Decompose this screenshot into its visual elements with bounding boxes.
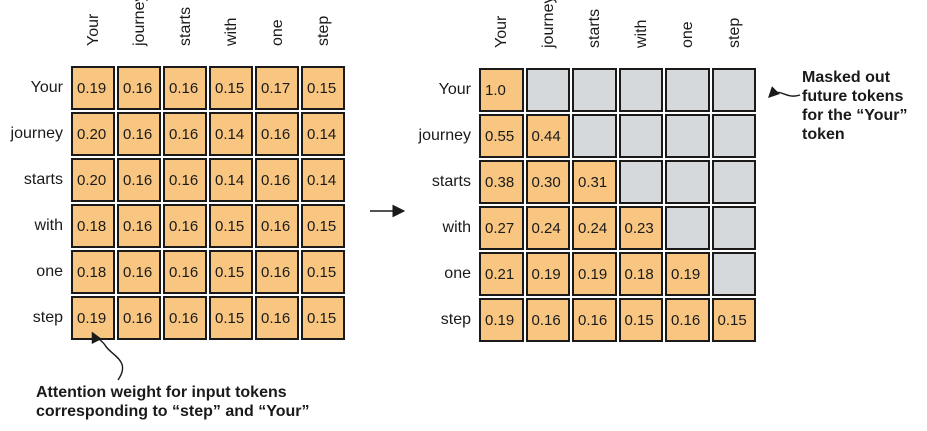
attention-cell: 0.55 [479,114,524,158]
masked-cell [711,206,756,250]
masked-cell [665,160,710,204]
attention-cell: 0.16 [117,112,161,156]
attention-cell: 0.16 [117,158,161,202]
attention-cell: 0.38 [479,160,524,204]
attention-cell: 0.14 [209,158,253,202]
attention-cell: 0.18 [71,250,115,294]
attention-cell: 0.16 [255,112,299,156]
masked-callout-leader [768,86,801,98]
masked-cell [711,252,756,296]
attention-cell: 0.16 [117,66,161,110]
attention-cell: 0.15 [209,66,253,110]
attention-cell: 0.21 [479,252,524,296]
attention-cell: 0.18 [618,252,663,296]
attention-callout-line: Attention weight for input tokens [36,384,287,401]
attention-cell: 0.31 [572,160,617,204]
attention-cell: 0.19 [479,298,524,342]
attention-cell: 0.18 [71,204,115,248]
attention-cell: 0.15 [301,296,345,340]
attention-cell: 0.19 [71,296,115,340]
attention-cell: 0.27 [479,206,524,250]
row-label-starts: starts [23,171,63,188]
masked-callout-line: for the “Your” [802,107,908,124]
attention-cell: 0.16 [117,296,161,340]
row-label-Your: Your [30,79,63,96]
attention-cell: 0.24 [572,206,617,250]
attention-cell: 0.44 [525,114,570,158]
row-label-one: one [36,263,63,280]
attention-cell: 0.19 [71,66,115,110]
masked-cell [618,68,663,112]
attention-callout-line: corresponding to “step” and “Your” [36,403,310,420]
attention-cell: 0.16 [255,250,299,294]
masked-callout-line: token [802,126,845,143]
masked-cell [665,114,710,158]
attention-cell: 0.15 [711,298,756,342]
attention-cell: 0.16 [665,298,710,342]
attention-cell: 0.16 [163,158,207,202]
masked-callout: Masked out future tokens for the “Your” … [802,68,907,144]
attention-cell: 0.23 [618,206,663,250]
masked-cell [572,114,617,158]
masked-callout-line: Masked out [802,69,891,86]
masked-cell [618,114,663,158]
attention-cell: 0.15 [209,204,253,248]
masked-cell [711,160,756,204]
attention-cell: 0.16 [572,298,617,342]
attention-cell: 0.15 [209,296,253,340]
attention-cell: 0.16 [525,298,570,342]
attention-cell: 0.16 [163,112,207,156]
attention-cell: 0.14 [301,112,345,156]
attention-cell: 0.16 [255,158,299,202]
masked-cell [665,206,710,250]
row-label-journey: journey [418,127,471,144]
masked-callout-line: future tokens [802,88,904,105]
attention-cell: 0.15 [209,250,253,294]
attention-cell: 0.15 [301,250,345,294]
row-label-step: step [440,311,471,328]
attention-cell: 0.20 [71,158,115,202]
attention-cell: 0.16 [163,250,207,294]
attention-cell: 0.14 [209,112,253,156]
attention-cell: 0.16 [163,204,207,248]
masked-cell [711,114,756,158]
attention-cell: 0.14 [301,158,345,202]
attention-cell: 0.30 [525,160,570,204]
row-label-journey: journey [10,125,63,142]
attention-cell: 0.16 [163,296,207,340]
masked-cell [618,160,663,204]
attention-cell: 0.16 [255,296,299,340]
row-label-with: with [34,217,63,234]
attention-callout-leader [91,331,124,381]
attention-cell: 0.19 [525,252,570,296]
attention-cell: 0.17 [255,66,299,110]
masked-cell [572,68,617,112]
row-label-step: step [32,309,63,326]
attention-cell: 0.16 [163,66,207,110]
attention-cell: 0.24 [525,206,570,250]
attention-cell: 1.0 [479,68,524,112]
attention-cell: 0.19 [665,252,710,296]
attention-callout: Attention weight for input tokens corres… [36,383,310,421]
masked-cell [711,68,756,112]
row-label-with: with [442,219,471,236]
attention-cell: 0.15 [301,204,345,248]
attention-cell: 0.15 [618,298,663,342]
masked-cell [525,68,570,112]
attention-cell: 0.16 [117,250,161,294]
attention-cell: 0.15 [301,66,345,110]
masked-cell [665,68,710,112]
attention-cell: 0.16 [255,204,299,248]
attention-cell: 0.19 [572,252,617,296]
attention-cell: 0.20 [71,112,115,156]
attention-cell: 0.16 [117,204,161,248]
row-label-one: one [444,265,471,282]
row-label-Your: Your [438,81,471,98]
row-label-starts: starts [431,173,471,190]
